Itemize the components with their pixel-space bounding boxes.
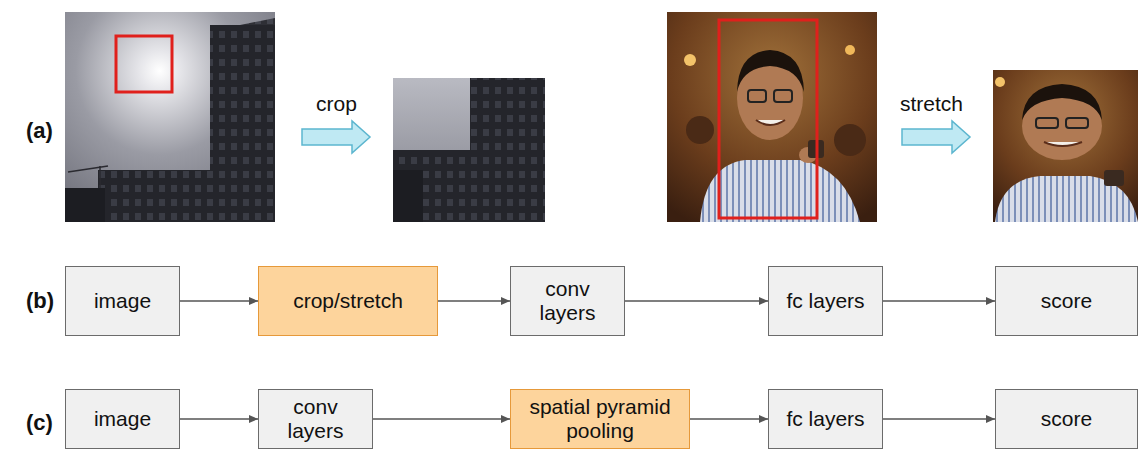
cropped-photo (393, 78, 545, 222)
stage-box: conv layers (258, 389, 373, 449)
stretched-photo (993, 70, 1138, 222)
stage-box: score (995, 389, 1138, 449)
panel-letter: (b) (26, 288, 54, 314)
stage-label: spatial pyramid pooling (517, 395, 683, 443)
stretch-arrow (902, 121, 970, 153)
flow-arrow (438, 300, 510, 302)
stage-box: conv layers (510, 266, 625, 336)
stage-box: score (995, 266, 1138, 336)
panel-letter: (c) (26, 410, 53, 436)
stage-label: fc layers (786, 289, 864, 313)
stage-box: fc layers (768, 389, 883, 449)
operation-label: crop (316, 92, 357, 116)
stage-label: conv layers (265, 395, 366, 443)
stage-box: fc layers (768, 266, 883, 336)
highlighted-stage-box: crop/stretch (258, 266, 438, 336)
stage-label: score (1041, 289, 1092, 313)
flow-arrow (690, 418, 768, 420)
stage-label: crop/stretch (293, 289, 403, 313)
flow-arrow (180, 300, 258, 302)
stage-label: image (94, 289, 151, 313)
stage-label: score (1041, 407, 1092, 431)
flow-arrow (883, 300, 995, 302)
operation-label: stretch (900, 92, 963, 116)
stage-label: conv layers (517, 277, 618, 325)
flow-arrow (625, 300, 768, 302)
stage-label: fc layers (786, 407, 864, 431)
panel-letter: (a) (26, 118, 53, 144)
flow-arrow (180, 418, 258, 420)
crop-arrow (302, 121, 370, 153)
flow-arrow (883, 418, 995, 420)
highlighted-stage-box: spatial pyramid pooling (510, 389, 690, 449)
person-photo (667, 12, 877, 222)
stage-box: image (65, 266, 180, 336)
sky-photo (65, 12, 275, 222)
stage-box: image (65, 389, 180, 449)
flow-arrow (373, 418, 510, 420)
stage-label: image (94, 407, 151, 431)
